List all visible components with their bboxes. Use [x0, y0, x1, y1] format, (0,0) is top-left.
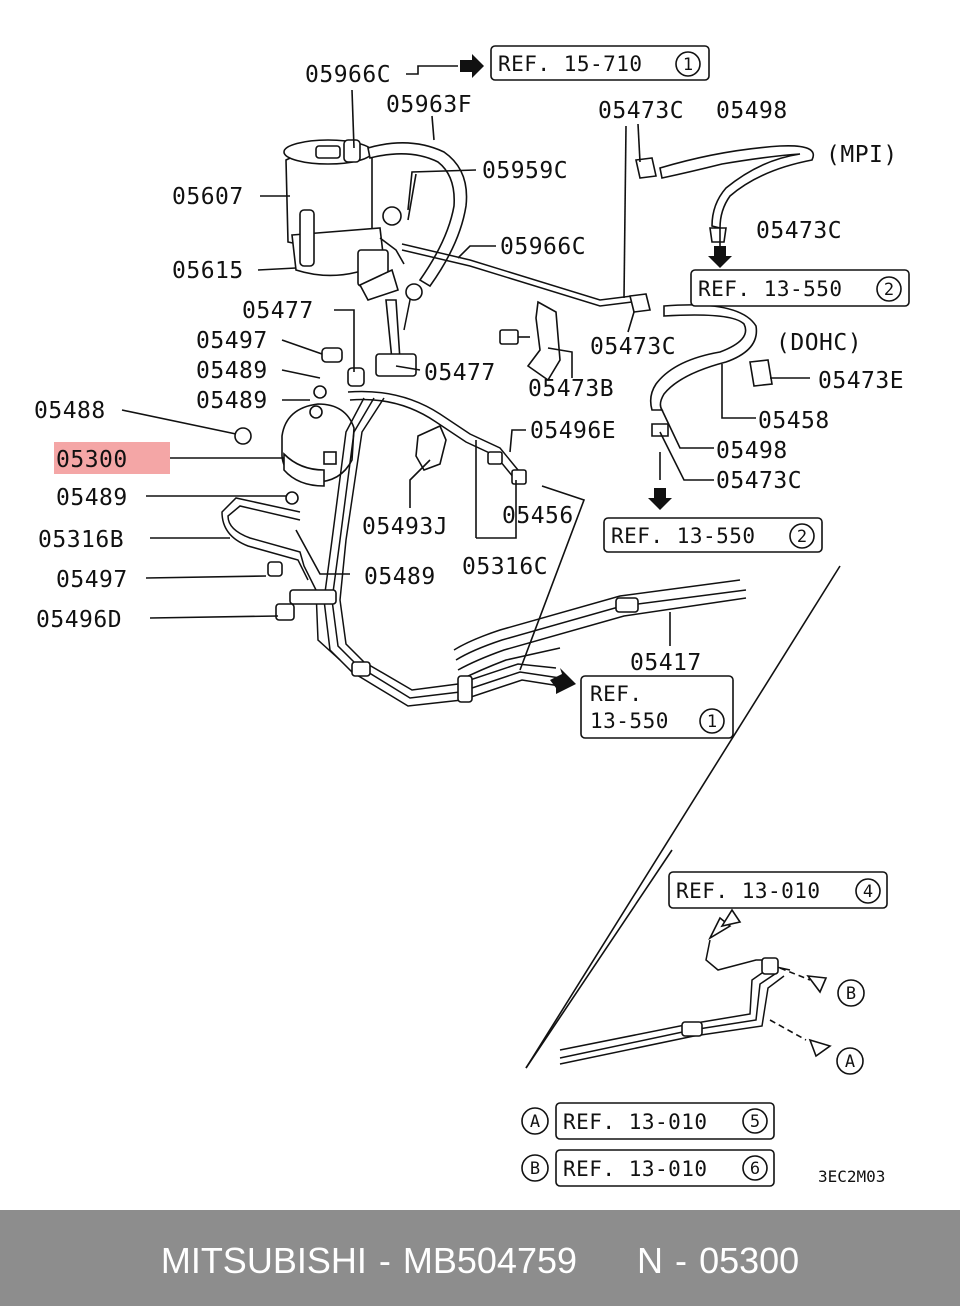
- canister-hoses: [367, 142, 633, 377]
- diagram-code: 3EC2M03: [818, 1167, 885, 1186]
- mpi-hose: [635, 144, 815, 243]
- ref-arrows: [460, 54, 732, 694]
- label-05966C-mid: 05966C: [500, 234, 586, 260]
- ref-13-550-box-a: REF. 13-550 2: [690, 269, 910, 307]
- legend-b-marker: B: [530, 1159, 540, 1179]
- label-05489-b: 05489: [196, 388, 268, 414]
- label-05489-c: 05489: [56, 485, 128, 511]
- label-05473C-mid: 05473C: [590, 334, 676, 360]
- label-05456: 05456: [502, 503, 574, 529]
- footer-part-number: MB504759: [402, 1240, 578, 1281]
- ref-13-010-box-a: REF. 13-010 4: [668, 871, 888, 909]
- label-05966C-top: 05966C: [305, 62, 391, 88]
- label-05489-a: 05489: [196, 358, 268, 384]
- label-05615: 05615: [172, 258, 244, 284]
- ref-13-550-a-num: 2: [884, 280, 894, 300]
- label-05458: 05458: [758, 408, 830, 434]
- fuel-pipes: [221, 390, 747, 707]
- ref-13-010-b-num: 5: [750, 1112, 760, 1132]
- ref-13-010-c-num: 6: [750, 1159, 760, 1179]
- ref-13-010-b-text: REF. 13-010: [563, 1110, 708, 1134]
- footer-separator-1: -: [378, 1240, 391, 1281]
- footer-brand: MITSUBISHI: [160, 1240, 367, 1281]
- label-05493J: 05493J: [362, 514, 448, 540]
- footer-caption: MITSUBISHI - MB504759 N - 05300: [0, 1240, 960, 1282]
- ref-13-550-c-line2: 13-550: [590, 709, 669, 733]
- detail-view: [525, 565, 841, 1069]
- label-05489-d: 05489: [364, 564, 436, 590]
- marker-b-detail-text: B: [846, 984, 856, 1004]
- regulator-05300: [234, 347, 365, 621]
- label-05473E: 05473E: [818, 368, 904, 394]
- label-05477-right: 05477: [424, 360, 496, 386]
- leader-lines: [121, 65, 810, 671]
- label-05496E: 05496E: [530, 418, 616, 444]
- label-05607: 05607: [172, 184, 244, 210]
- legend-row-a: A REF. 13-010 5: [521, 1102, 775, 1140]
- footer-separator-2: -: [675, 1240, 688, 1281]
- label-05963F: 05963F: [386, 92, 472, 118]
- label-05497-bottom: 05497: [56, 567, 128, 593]
- label-05498-mid: 05498: [716, 438, 788, 464]
- ref-13-550-box-c: REF. 13-550 1: [580, 675, 734, 739]
- label-05473B: 05473B: [528, 376, 614, 402]
- label-05473C-low: 05473C: [716, 468, 802, 494]
- ref-15-710-text: REF. 15-710: [498, 52, 643, 76]
- dohc-hose: [629, 293, 773, 437]
- ref-15-710-num: 1: [683, 55, 693, 75]
- parts-diagram: 05966C 05963F 05959C 05607 05615 05966C …: [34, 45, 910, 1187]
- label-05496D: 05496D: [36, 607, 122, 633]
- ref-13-010-a-text: REF. 13-010: [676, 879, 821, 903]
- part-labels: 05966C 05963F 05959C 05607 05615 05966C …: [34, 62, 904, 676]
- marker-a-detail-text: A: [845, 1052, 855, 1072]
- label-05417: 05417: [630, 650, 702, 676]
- footer-n-label: N: [637, 1240, 664, 1281]
- ref-13-010-c-text: REF. 13-010: [563, 1157, 708, 1181]
- label-05959C: 05959C: [482, 158, 568, 184]
- ref-13-550-b-text: REF. 13-550: [611, 524, 756, 548]
- ref-13-550-c-num: 1: [707, 712, 717, 732]
- label-05473C-right: 05473C: [756, 218, 842, 244]
- ref-13-010-a-num: 4: [863, 882, 873, 902]
- ref-13-550-box-b: REF. 13-550 2: [603, 517, 823, 553]
- bracket-05473b: [526, 300, 561, 382]
- ref-13-550-a-text: REF. 13-550: [698, 277, 843, 301]
- legend-a-marker: A: [530, 1112, 540, 1132]
- ref-15-710-box: REF. 15-710 1: [490, 45, 710, 81]
- label-05488: 05488: [34, 398, 106, 424]
- label-05316C: 05316C: [462, 554, 548, 580]
- label-05498-top: 05498: [716, 98, 788, 124]
- ref-13-550-c-line1: REF.: [590, 682, 643, 706]
- label-mpi: (MPI): [826, 142, 898, 168]
- marker-b-detail: B: [837, 979, 865, 1007]
- canister-assembly: [283, 139, 405, 301]
- ref-13-550-b-num: 2: [797, 527, 807, 547]
- legend-row-b: B REF. 13-010 6: [521, 1149, 775, 1187]
- label-05497-top: 05497: [196, 328, 268, 354]
- highlight-05300: [54, 442, 170, 474]
- footer-position: 05300: [699, 1240, 800, 1281]
- label-05473C-top: 05473C: [598, 98, 684, 124]
- footer-bar: [0, 1210, 960, 1306]
- label-05316B: 05316B: [38, 527, 124, 553]
- bolt-05477: [499, 329, 530, 345]
- label-05300: 05300: [56, 447, 128, 473]
- label-dohc: (DOHC): [776, 330, 862, 356]
- marker-a-detail: A: [836, 1047, 864, 1075]
- label-05477-left: 05477: [242, 298, 314, 324]
